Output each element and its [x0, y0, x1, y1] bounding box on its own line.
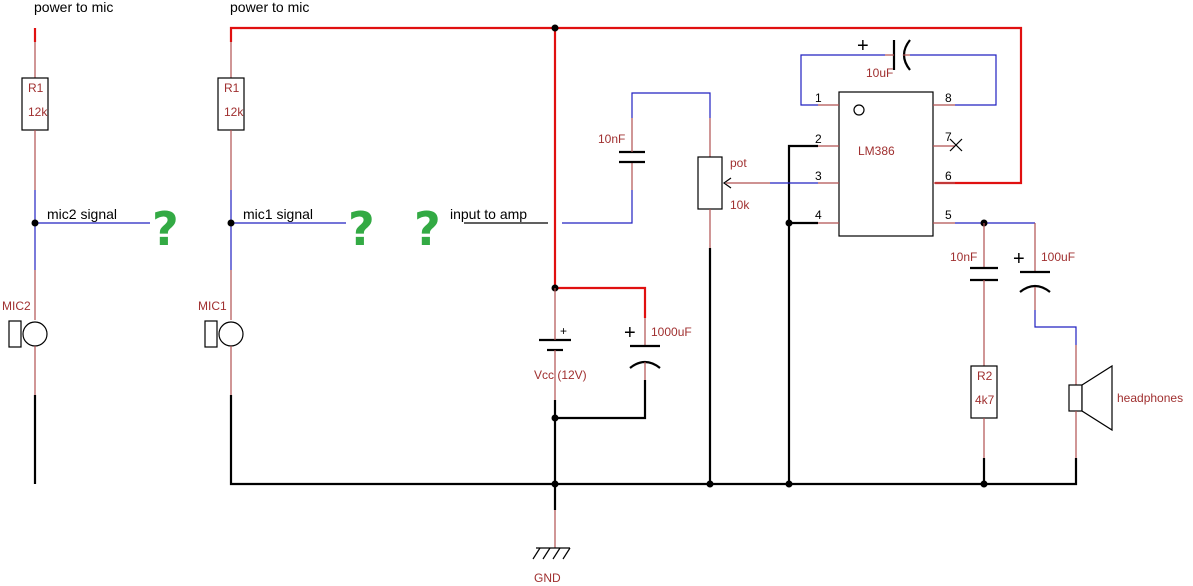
output-network: 10nF R2 4k7 + 100uF headphones: [950, 219, 1183, 458]
gain-cap-wire-right: [910, 54, 997, 106]
ic-pin-1: 1: [815, 91, 822, 105]
c-input-value: 10nF: [598, 132, 625, 146]
ground-symbol: GND: [532, 510, 571, 585]
junction-dot: [551, 414, 559, 422]
battery-value: Vcc (12V): [534, 368, 587, 382]
junction-dot: [785, 480, 793, 488]
potentiometer: pot 10k: [697, 118, 818, 248]
ic-pin-8: 8: [945, 91, 952, 105]
microphone-mic2-body: [8, 320, 22, 348]
question-mark-icon: ?: [348, 202, 375, 256]
r1-left-value: 12k: [28, 105, 48, 119]
input-wire: [562, 190, 633, 224]
capacitor-1000uf: + 1000uF: [624, 318, 692, 380]
ic-pin-5: 5: [945, 208, 952, 222]
pot-body: [697, 156, 723, 210]
speaker-icon: [1081, 364, 1113, 432]
capacitor-10uf: + 10uF: [800, 35, 997, 106]
c-psu-value: 1000uF: [651, 325, 692, 339]
ic-pin1-marker: [853, 104, 865, 116]
power-to-capacitor-wire: [555, 286, 647, 318]
ic-body: [838, 91, 934, 237]
mic2-signal-label: mic2 signal: [47, 206, 117, 222]
capacitor-plus-sign: +: [857, 35, 869, 57]
gnd-label: GND: [534, 571, 561, 585]
question-mark-icon: ?: [414, 202, 441, 256]
c-zobel-value: 10nF: [950, 250, 977, 264]
ic-pin-4: 4: [815, 208, 822, 222]
speaker-label: headphones: [1117, 391, 1183, 405]
ground-rail: [229, 144, 1078, 510]
mic2-ref: MIC2: [2, 299, 31, 313]
ic-pin-3: 3: [815, 169, 822, 183]
ic-pin-2: 2: [815, 132, 822, 146]
pot-value: 10k: [730, 198, 750, 212]
line: [542, 547, 551, 560]
capacitor-plus-sign: +: [1013, 248, 1025, 270]
gain-cap-wire-left: [800, 54, 885, 106]
ground-rail-wire: [229, 395, 1078, 486]
capacitor-plus-sign: +: [624, 322, 636, 344]
mic1-signal-label: mic1 signal: [243, 206, 313, 222]
no-connect-icon: [949, 138, 963, 152]
pot-ref: pot: [730, 156, 747, 170]
cap-to-speaker-wire: [1034, 310, 1077, 345]
r1-right-value: 12k: [224, 105, 244, 119]
input-to-amp-label: input to amp: [450, 206, 527, 222]
line: [562, 547, 571, 560]
mic1-ref: MIC1: [198, 299, 227, 313]
r2-value: 4k7: [975, 393, 995, 407]
junction-dot: [551, 24, 559, 32]
battery-vcc: + Vcc (12V): [534, 288, 587, 400]
microphone-mic1-body: [204, 320, 218, 348]
capacitor-curved-plate: [1019, 284, 1051, 293]
speaker-body: [1068, 384, 1083, 412]
ic-pin-7: 7: [945, 130, 952, 144]
ic-pin-6: 6: [945, 169, 952, 183]
resistor-r1-left: [21, 77, 49, 131]
c-gain-value: 10uF: [866, 66, 893, 80]
mic1-branch: power to mic R1 12k mic1 signal ? MIC1: [198, 0, 375, 395]
junction-dot: [785, 219, 793, 227]
power-to-mic-label-left: power to mic: [34, 0, 113, 15]
ic-ref: LM386: [858, 144, 895, 158]
line: [532, 547, 541, 560]
junction-dot: [227, 219, 235, 227]
microphone-icon: [22, 321, 48, 347]
power-rail-wire: [229, 26, 1023, 185]
junction-dot: [31, 219, 39, 227]
r2-ref: R2: [977, 369, 993, 383]
line: [552, 547, 561, 560]
input-stage: ? input to amp 10nF: [414, 92, 711, 256]
question-mark-icon: ?: [152, 202, 179, 256]
junction-dot: [706, 480, 714, 488]
junction-dot: [980, 480, 988, 488]
battery-plus-sign: +: [560, 324, 567, 338]
junction-dot: [551, 480, 559, 488]
power-rail: [229, 24, 1023, 318]
input-to-pot-wire: [631, 92, 711, 118]
power-to-mic-label-right: power to mic: [230, 0, 309, 15]
microphone-icon: [218, 321, 244, 347]
ic-ground-wire: [787, 144, 818, 484]
r1-left-ref: R1: [28, 81, 44, 95]
c-out-value: 100uF: [1041, 250, 1075, 264]
r1-right-ref: R1: [224, 81, 240, 95]
resistor-r2: [970, 365, 998, 419]
lm386-ic: LM386 1 2 3 4 5 6 7 8: [815, 91, 963, 237]
pot-wiper-arrow-icon: [722, 177, 732, 189]
capacitor-ground-wire: [555, 380, 647, 420]
mic2-branch: power to mic R1 12k mic2 signal ? MIC2: [2, 0, 179, 484]
